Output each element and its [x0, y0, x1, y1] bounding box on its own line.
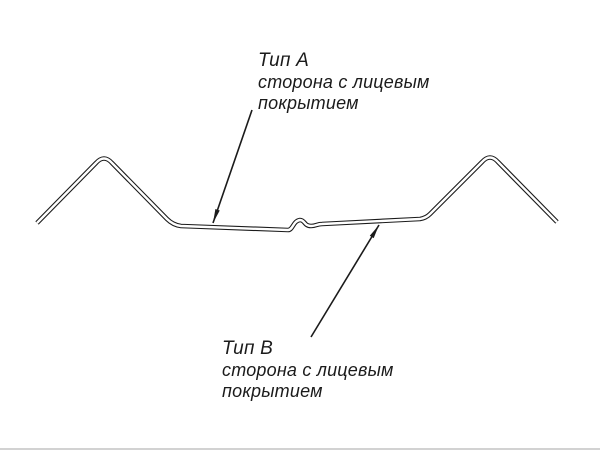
leader-line-type-a — [212, 109, 253, 224]
sheet-profile-inner — [36, 156, 558, 232]
bottom-edge-line — [0, 448, 600, 450]
label-type-b: Тип В сторона с лицевым покрытием — [222, 338, 394, 402]
label-type-a-title: Тип А — [258, 50, 309, 71]
leader-line-type-b — [310, 224, 380, 338]
label-type-b-desc-line2: покрытием — [222, 381, 323, 401]
label-type-a-desc-line2: покрытием — [258, 93, 359, 113]
sheet-profile-outline — [35, 155, 559, 233]
label-type-a: Тип А сторона с лицевым покрытием — [258, 50, 430, 114]
label-type-b-title: Тип В — [222, 338, 273, 359]
label-type-a-desc-line1: сторона с лицевым — [258, 72, 430, 92]
label-type-b-desc-line1: сторона с лицевым — [222, 360, 394, 380]
